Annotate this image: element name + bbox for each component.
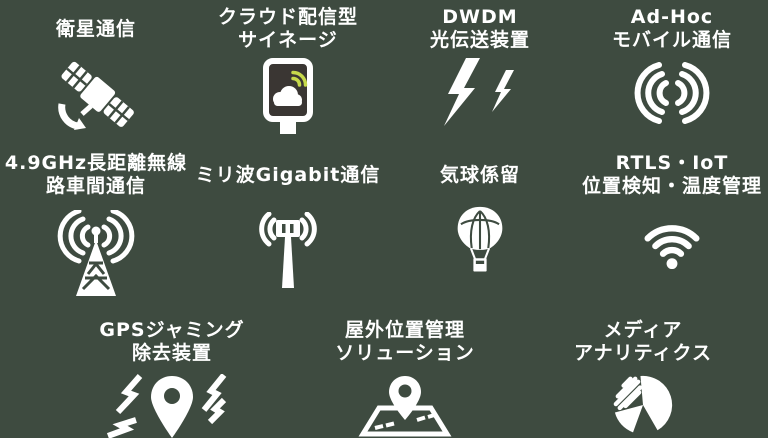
radio-waves-icon	[628, 62, 716, 124]
service-tile-rtls-iot[interactable]: RTLS・IoT 位置検知・温度管理	[576, 148, 768, 270]
service-tile-outdoor-location[interactable]: 屋外位置管理 ソリューション	[288, 314, 522, 438]
wifi-icon	[634, 212, 710, 270]
service-tile-mmwave-gigabit[interactable]: ミリ波Gigabit通信	[192, 148, 384, 290]
service-title-line: 光伝送装置	[429, 29, 530, 51]
service-title-line: ミリ波Gigabit通信	[195, 163, 381, 186]
service-title-line: 屋外位置管理	[344, 319, 465, 341]
service-tile-satellite[interactable]: 衛星通信	[0, 6, 192, 136]
service-title-line: Ad-Hoc	[630, 6, 714, 28]
service-title-line: 衛星通信	[55, 17, 136, 40]
gigabit-antenna-icon	[252, 212, 324, 290]
outdoor-map-icon	[349, 374, 461, 438]
service-title-line: 除去装置	[131, 342, 212, 364]
service-tile-tethered-balloon[interactable]: 気球係留	[384, 148, 576, 274]
service-title-line: 4.9GHz長距離無線	[4, 152, 188, 174]
service-title-line: 位置検知・温度管理	[581, 175, 762, 197]
media-analytics-pie-icon	[612, 374, 674, 436]
service-title: Ad-Hoc モバイル通信	[612, 6, 732, 52]
service-title-line: ソリューション	[335, 342, 475, 364]
service-title-line: サイネージ	[238, 29, 338, 51]
satellite-icon	[54, 54, 138, 136]
service-title: GPSジャミング 除去装置	[99, 314, 244, 370]
service-title-line: RTLS・IoT	[615, 152, 729, 174]
service-title-line: メディア	[603, 319, 683, 341]
service-tile-media-analytics[interactable]: メディア アナリティクス	[526, 314, 760, 436]
tethered-balloon-icon	[456, 206, 504, 274]
gps-jamming-icon	[106, 374, 238, 438]
service-tile-adhoc-mobile[interactable]: Ad-Hoc モバイル通信	[576, 6, 768, 124]
service-title: RTLS・IoT 位置検知・温度管理	[582, 148, 762, 202]
service-tile-dwdm[interactable]: DWDM 光伝送装置	[384, 6, 576, 128]
service-title: 気球係留	[440, 148, 520, 202]
service-title-line: アナリティクス	[574, 342, 712, 364]
service-title-line: GPSジャミング	[99, 319, 245, 341]
service-title: 4.9GHz長距離無線 路車間通信	[5, 148, 187, 202]
service-title: ミリ波Gigabit通信	[196, 148, 381, 202]
service-title: 屋外位置管理 ソリューション	[335, 314, 475, 370]
service-title: DWDM 光伝送装置	[430, 6, 530, 52]
lightning-bolts-icon	[434, 58, 526, 128]
service-title: メディア アナリティクス	[574, 314, 712, 370]
service-title-line: 気球係留	[439, 163, 520, 186]
digital-signage-icon	[256, 58, 320, 136]
service-title: クラウド配信型 サイネージ	[218, 6, 358, 52]
radio-tower-icon	[54, 210, 138, 298]
service-title: 衛星通信	[56, 6, 136, 52]
service-tile-gps-jamming[interactable]: GPSジャミング 除去装置	[60, 314, 284, 438]
service-tile-cloud-signage[interactable]: クラウド配信型 サイネージ	[192, 6, 384, 136]
service-title-line: クラウド配信型	[217, 6, 358, 28]
service-title-line: モバイル通信	[611, 29, 732, 51]
service-tile-49ghz-wireless[interactable]: 4.9GHz長距離無線 路車間通信	[0, 148, 192, 298]
service-title-line: 路車間通信	[45, 175, 146, 197]
service-title-line: DWDM	[442, 6, 518, 28]
